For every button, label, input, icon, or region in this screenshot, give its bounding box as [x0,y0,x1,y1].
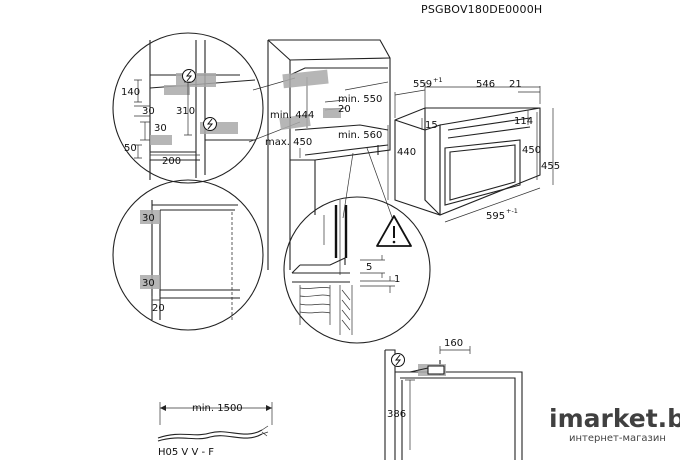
dim-50: 50 [124,143,137,154]
dim-559: 559 [413,79,432,90]
electrical-symbol-icon [203,117,217,131]
dim-20-niche: 20 [338,104,351,115]
warning-icon [376,215,412,247]
dim-140: 140 [121,87,140,98]
electrical-symbol-icon [182,69,196,83]
watermark-brand: imarket.by [549,404,680,433]
dim-559-tolerance: +1 [433,76,443,84]
cable-length: min. 1500 [192,403,243,414]
socket-zone-upper [176,73,216,87]
dim-200: 200 [162,156,181,167]
dim-1: 1 [394,274,400,285]
cable-illustration: min. 1500 H05 V V - F [157,402,273,458]
dim-30-top: 30 [142,213,155,224]
cable-type: H05 V V - F [158,447,214,458]
dim-386: 386 [387,409,406,420]
dim-min-560: min. 560 [338,130,382,141]
cabinet-niche: min. 444 min. 550 20 min. 560 max. 450 [265,39,391,270]
dim-max-450: max. 450 [265,137,312,148]
dim-30-upper: 30 [142,106,155,117]
dim-546: 546 [476,79,495,90]
dim-30-bottom: 30 [142,278,155,289]
side-view-socket: 160 386 [384,338,523,460]
dim-160: 160 [444,338,463,349]
dim-min-444: min. 444 [270,110,314,121]
dim-5: 5 [366,262,372,273]
watermark-subtitle: интернет-магазин [569,433,666,444]
watermark-logo: imarket.by интернет-магазин [549,404,680,444]
dim-21: 21 [509,79,522,90]
electrical-symbol-icon [391,353,405,367]
dim-450: 450 [522,145,541,156]
dim-114: 114 [514,116,533,127]
dim-30-lower: 30 [154,123,167,134]
dim-20-lower: 20 [152,303,165,314]
dim-15: 15 [425,120,438,131]
detail-circle: 5 1 [283,196,431,344]
dim-440: 440 [397,147,416,158]
dim-310: 310 [176,106,195,117]
dim-min-550: min. 550 [338,94,382,105]
dim-455: 455 [541,161,560,172]
dim-595: 595 [486,211,505,222]
dim-595-tolerance: +-1 [506,207,518,215]
document-id: PSGBOV180DE0000H [421,3,542,16]
zoom-circle-upper: 140 30 310 30 50 200 [112,32,264,184]
oven-3d-view: 559 +1 546 21 15 114 440 450 455 595 +-1 [387,76,560,223]
zoom-circle-lower: 30 30 20 [112,179,264,331]
